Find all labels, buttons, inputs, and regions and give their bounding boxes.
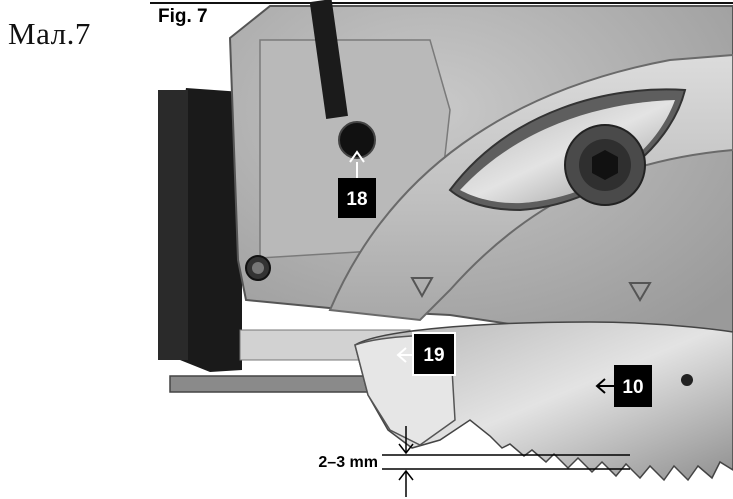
screwdriver-shaft: [309, 0, 348, 119]
callout-10-arrow: [595, 378, 606, 394]
callout-18-arrow: [349, 150, 365, 163]
housing-screw-head: [252, 262, 264, 274]
hex-bolt: [592, 150, 618, 180]
callout-19-box: [412, 332, 456, 376]
page-caption: Мал.7: [8, 16, 91, 51]
callout-10-box: [614, 365, 652, 407]
mark-triangle-left: [410, 277, 434, 299]
callout-18-number: 18: [346, 189, 367, 210]
saw-handle: [172, 88, 242, 372]
figure-label: Fig. 7: [158, 6, 208, 27]
saw-illustration: Fig. 7 18 19 10 2–3 mm: [150, 0, 733, 497]
blade-hole: [681, 374, 693, 386]
saw-handle-edge: [158, 90, 188, 360]
callout-19-arrow: [396, 347, 407, 363]
dimension-arrow-bottom: [398, 469, 414, 481]
callout-18-box: [338, 178, 376, 218]
callout-19-number: 19: [423, 345, 444, 366]
saw-figure: Fig. 7 18 19 10 2–3 mm: [150, 0, 733, 499]
mark-triangle-right: [628, 282, 652, 302]
dimension-label: 2–3 mm: [318, 454, 378, 471]
dimension-arrow-top: [398, 443, 414, 455]
screw-hole: [338, 121, 376, 159]
callout-10-number: 10: [622, 377, 643, 398]
